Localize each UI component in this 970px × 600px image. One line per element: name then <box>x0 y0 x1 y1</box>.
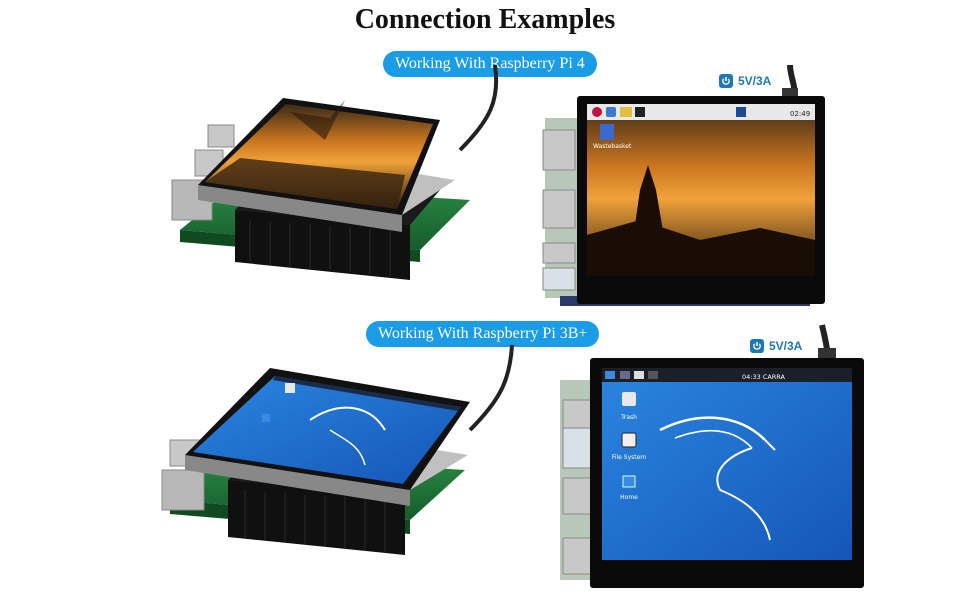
power-icon <box>719 74 733 88</box>
file-system-icon <box>621 432 637 448</box>
pi4-angled-photo <box>171 64 499 280</box>
desktop-icon-label: Trash <box>620 414 637 421</box>
section-label-pi3b: Working With Raspberry Pi 3B+ <box>366 321 600 347</box>
raspberry-icon <box>592 107 602 117</box>
power-badge-pi3b: 5V/3A <box>750 339 802 353</box>
desktop-icon-label: Home <box>620 494 638 501</box>
pi3b-angled-photo <box>161 344 514 555</box>
desktop-icon-label: File System <box>612 454 646 461</box>
kali-dragon-logo <box>659 416 776 541</box>
power-spec: 5V/3A <box>738 74 772 88</box>
section-label-pi4: Working With Raspberry Pi 4 <box>383 51 597 77</box>
pi3b-front-photo: 04:33 CARRA Trash File System Home <box>560 324 864 588</box>
desktop-icon-label: Wastebasket <box>593 143 632 150</box>
power-badge-pi4: 5V/3A <box>719 74 771 88</box>
power-spec: 5V/3A <box>769 339 803 353</box>
kali-taskbar <box>602 368 852 382</box>
wastebasket-icon <box>600 124 614 140</box>
home-icon <box>622 475 636 488</box>
page-title: Connection Examples <box>354 4 616 35</box>
kali-clock: 04:33 CARRA <box>742 373 786 381</box>
trash-icon <box>622 392 636 406</box>
pi-clock: 02:49 <box>790 110 810 118</box>
pi4-front-photo: 02:49 Wastebasket <box>542 64 825 306</box>
power-icon <box>750 339 764 353</box>
